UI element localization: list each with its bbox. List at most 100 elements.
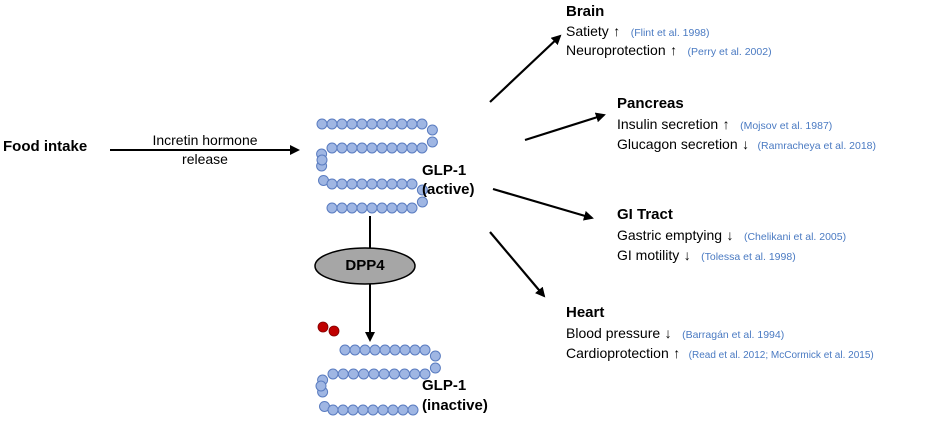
residue-bead [378,368,390,380]
residue-bead [396,178,408,190]
residue-bead [337,368,349,380]
residue-bead [379,344,391,356]
glp1-inactive-chain [315,344,441,416]
residue-bead [386,202,398,214]
residue-bead [346,142,358,154]
residue-bead [327,404,339,416]
incretin-label-line2: release [182,151,228,167]
gi-tract-effect-1: Gastric emptying ↓ (Chelikani et al. 200… [617,227,847,243]
residue-bead [377,404,389,416]
residue-bead [389,344,401,356]
pancreas-heading: Pancreas [617,95,684,112]
gi-tract-heading: GI Tract [617,206,673,223]
heart-effect-2: Cardioprotection ↑ (Read et al. 2012; Mc… [566,345,874,361]
residue-bead [387,404,399,416]
residue-bead [399,344,411,356]
residue-bead [347,404,359,416]
residue-bead [426,124,438,136]
arrow-to-pancreas [524,112,606,142]
residue-bead [376,178,388,190]
residue-bead [366,118,378,130]
residue-bead [416,184,428,196]
gi-tract-effect-2: GI motility ↓ (Tolessa et al. 1998) [617,247,796,263]
brain-effect-1: Satiety ↑ (Flint et al. 1998) [566,23,710,39]
residue-bead [376,202,388,214]
residue-bead [409,344,421,356]
cleaved-fragment-1 [317,321,329,333]
residue-bead [347,368,359,380]
residue-bead [426,136,438,148]
residue-bead [357,404,369,416]
decrease-arrow-icon: ↓ [742,136,750,152]
food-intake-label: Food intake [3,138,88,155]
residue-bead [396,118,408,130]
glp1-active-label: GLP-1 [422,162,467,179]
residue-bead [356,142,368,154]
residue-bead [336,142,348,154]
residue-bead [356,202,368,214]
residue-bead [416,142,428,154]
residue-bead [368,368,380,380]
incretin-label-line1: Incretin hormone [152,132,258,148]
pancreas-effect-2: Glucagon secretion ↓ (Ramracheya et al. … [617,136,877,152]
decrease-arrow-icon: ↓ [664,325,672,341]
residue-bead [339,344,351,356]
residue-bead [326,142,338,154]
residue-bead [359,344,371,356]
residue-bead [346,118,358,130]
glp1-active-chain [316,118,438,214]
increase-arrow-icon: ↑ [670,42,678,58]
glp1-inactive-label: GLP-1 [422,377,467,394]
residue-bead [407,404,419,416]
residue-bead [416,196,428,208]
residue-bead [409,368,421,380]
residue-bead [366,178,378,190]
increase-arrow-icon: ↑ [613,23,621,39]
residue-bead [316,154,328,166]
pancreas-effect-1: Insulin secretion ↑ (Mojsov et al. 1987) [617,116,833,132]
increase-arrow-icon: ↑ [673,345,681,361]
residue-bead [386,118,398,130]
heart-heading: Heart [566,304,605,321]
residue-bead [316,118,328,130]
residue-bead [376,118,388,130]
residue-bead [419,344,431,356]
residue-bead [396,202,408,214]
decrease-arrow-icon: ↓ [726,227,734,243]
residue-bead [326,202,338,214]
brain-heading: Brain [566,3,605,20]
residue-bead [429,362,441,374]
heart-effect-1: Blood pressure ↓ (Barragán et al. 1994) [566,325,785,341]
residue-bead [406,202,418,214]
residue-bead [366,202,378,214]
residue-bead [386,178,398,190]
arrow-to-heart [489,231,546,298]
residue-bead [327,368,339,380]
residue-bead [406,178,418,190]
residue-bead [406,118,418,130]
glp1-active-state: (active) [422,181,475,198]
residue-bead [315,380,327,392]
residue-bead [336,202,348,214]
residue-bead [336,178,348,190]
residue-bead [349,344,361,356]
cleaved-fragment-2 [328,325,340,337]
residue-bead [396,142,408,154]
arrow-to-gi-tract [492,187,594,221]
glp1-inactive-state: (inactive) [422,397,488,414]
residue-bead [326,118,338,130]
residue-bead [429,350,441,362]
arrow-to-brain [489,34,562,103]
residue-bead [367,404,379,416]
residue-bead [337,404,349,416]
brain-effect-2: Neuroprotection ↑ (Perry et al. 2002) [566,42,772,58]
increase-arrow-icon: ↑ [722,116,730,132]
residue-bead [358,368,370,380]
residue-bead [376,142,388,154]
residue-bead [356,118,368,130]
residue-bead [346,178,358,190]
dpp4-label: DPP4 [345,257,385,274]
decrease-arrow-icon: ↓ [683,247,691,263]
